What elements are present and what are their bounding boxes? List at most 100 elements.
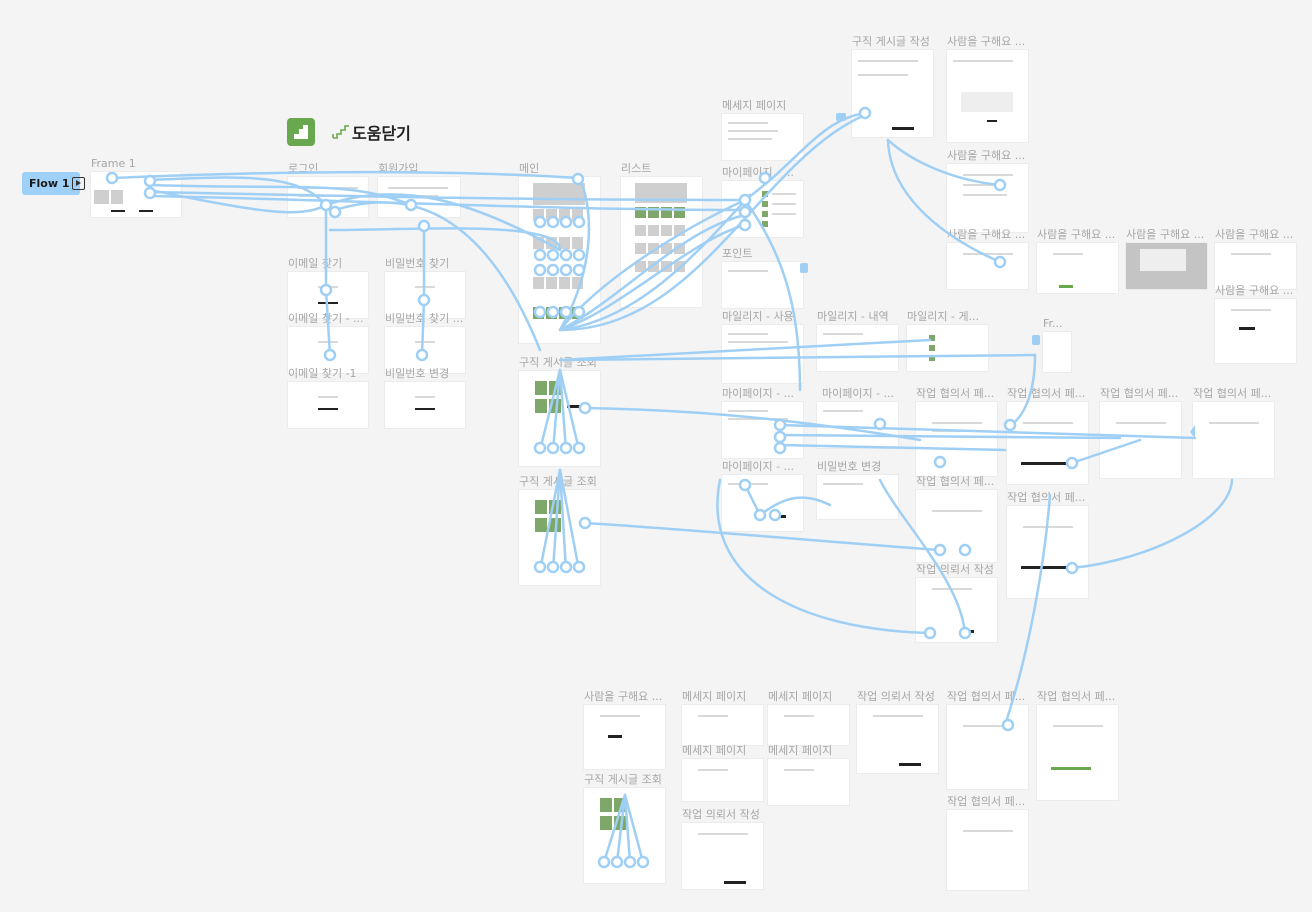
frame-thumbnail[interactable] [1215, 299, 1296, 363]
stairs-icon [332, 125, 350, 139]
frame-label: 작업 협의서 페... [947, 796, 1025, 808]
frame-label: 마이페이지 - ... [722, 388, 794, 400]
frame-thumbnail[interactable] [907, 325, 988, 371]
frame-label: 이메일 찾기 -1 [288, 368, 357, 380]
frame-thumbnail[interactable] [519, 177, 600, 343]
frame-thumbnail[interactable] [519, 490, 600, 585]
frame-thumbnail[interactable] [1193, 402, 1274, 478]
frame-thumbnail[interactable] [768, 705, 849, 745]
frame-thumbnail[interactable] [1007, 506, 1088, 598]
frame-label: 이메일 찾기 [288, 258, 342, 270]
frame-label: 작업 협의서 페... [1193, 388, 1271, 400]
frame-label: 작업 협의서 페... [916, 476, 994, 488]
frame-label: 마일리지 - 게... [907, 311, 979, 323]
frame-label: 작업 협의서 페... [947, 691, 1025, 703]
frame-thumbnail[interactable] [1037, 705, 1118, 800]
frame-thumbnail[interactable] [288, 382, 368, 428]
frame-thumbnail[interactable] [857, 705, 938, 773]
frame-thumbnail[interactable] [682, 823, 763, 889]
frame-thumbnail[interactable] [1126, 243, 1207, 289]
frame-label: 메세지 페이지 [682, 745, 746, 757]
frame-thumbnail[interactable] [1043, 332, 1071, 372]
frame-thumbnail[interactable] [916, 578, 997, 642]
frame-label: 사람을 구해요 ... [1215, 285, 1293, 297]
frame-thumbnail[interactable] [288, 177, 368, 217]
frame-label: 메세지 페이지 [682, 691, 746, 703]
frame-label: 작업 협의서 페... [1007, 492, 1085, 504]
frame-label: 작업 협의서 페... [1037, 691, 1115, 703]
frame-label: 포인트 [722, 248, 752, 260]
frame-label: 작업 의뢰서 작성 [857, 691, 935, 703]
frame-label: 사람을 구해요 ... [947, 150, 1025, 162]
frame-thumbnail[interactable] [722, 325, 803, 383]
frame-label: 마이페이지 - ... [822, 388, 894, 400]
frame-thumbnail[interactable] [722, 181, 803, 237]
frame-thumbnail[interactable] [621, 177, 702, 307]
frame-thumbnail[interactable] [947, 810, 1028, 890]
frame-label: 구직 게시글 조회 [519, 476, 597, 488]
frame-label: 사람을 구해요 ... [947, 36, 1025, 48]
frame-thumbnail[interactable] [817, 475, 898, 519]
frame-label: 사람을 구해요 ... [1126, 229, 1204, 241]
brand-name: 도움닫기 [352, 120, 411, 144]
frame-label: 구직 게시글 조회 [584, 774, 662, 786]
frame-label: 사람을 구해요 ... [1037, 229, 1115, 241]
frame-thumbnail[interactable] [682, 759, 763, 801]
frame-thumbnail[interactable] [947, 705, 1028, 789]
frame-label: 비밀번호 변경 [385, 368, 449, 380]
frame-thumbnail[interactable] [722, 402, 803, 458]
frame-label: 작업 의뢰서 작성 [916, 564, 994, 576]
frame-thumbnail[interactable] [519, 371, 600, 466]
frame-label: 비밀번호 찾기 [385, 258, 449, 270]
frame-thumbnail[interactable] [584, 705, 665, 769]
flow-label: Flow 1 [29, 177, 70, 190]
frame-label: 작업 의뢰서 작성 [682, 809, 760, 821]
frame-thumbnail[interactable] [1100, 402, 1181, 478]
frame-thumbnail[interactable] [947, 50, 1028, 142]
frame-thumbnail[interactable] [817, 402, 898, 448]
frame-label: 작업 협의서 페... [916, 388, 994, 400]
frame-label: 마일리지 - 내역 [817, 311, 889, 323]
frame-thumbnail[interactable] [722, 114, 803, 160]
frame-thumbnail[interactable] [1037, 243, 1118, 293]
frame-label: 회원가입 [378, 163, 418, 175]
frame-label: 구직 게시글 조회 [519, 357, 597, 369]
frame-label: 비밀번호 변경 [817, 461, 881, 473]
frame-thumbnail[interactable] [768, 759, 849, 805]
frame-label: 리스트 [621, 163, 651, 175]
frame-label: 작업 협의서 페... [1007, 388, 1085, 400]
frame-thumbnail[interactable] [682, 705, 763, 745]
frame-thumbnail[interactable] [817, 325, 898, 371]
frame-thumbnail[interactable] [584, 788, 665, 883]
frame-label: 사람을 구해요 ... [1215, 229, 1293, 241]
frame-thumbnail[interactable] [385, 382, 465, 428]
frame-label: 사람을 구해요 ... [947, 229, 1025, 241]
frame-label: 이메일 찾기 - ... [288, 313, 364, 325]
play-icon[interactable] [72, 177, 85, 190]
frame-label: 메세지 페이지 [768, 745, 832, 757]
frame-thumbnail[interactable] [916, 402, 997, 476]
frame-thumbnail[interactable] [916, 490, 997, 562]
frame-label: 메세지 페이지 [768, 691, 832, 703]
frame-thumbnail[interactable] [852, 50, 933, 137]
frame-label: 비밀번호 찾기 ... [385, 313, 463, 325]
frame-thumbnail[interactable] [722, 262, 803, 308]
frame-thumbnail[interactable] [1215, 243, 1296, 289]
frame-label: 마일리지 - 사용 [722, 311, 794, 323]
app-logo-icon [287, 118, 315, 146]
frame-thumbnail[interactable] [947, 243, 1028, 289]
frame-thumbnail[interactable] [1007, 402, 1088, 484]
frame-label: 마이페이지 - ... [722, 461, 794, 473]
brand-title: 도움닫기 [332, 120, 411, 144]
frame-label: 메인 [519, 163, 539, 175]
frame-thumbnail[interactable] [722, 475, 803, 531]
frame-thumbnail[interactable] [947, 164, 1028, 232]
frame-label: Fr... [1043, 318, 1063, 330]
frame-thumbnail[interactable] [91, 172, 181, 217]
frame-label: Frame 1 [91, 158, 136, 170]
frame-label: 작업 협의서 페... [1100, 388, 1178, 400]
frame-label: 사람을 구해요 ... [584, 691, 662, 703]
frame-thumbnail[interactable] [378, 177, 460, 217]
frame-label: 로그인 [288, 163, 318, 175]
